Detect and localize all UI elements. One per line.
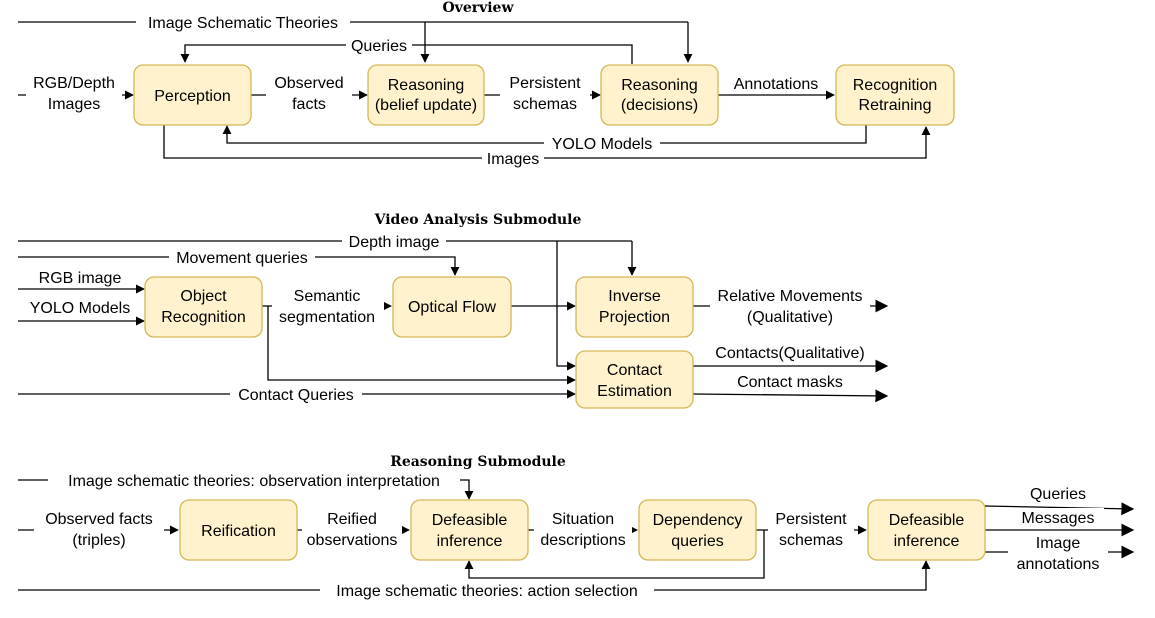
dependency-queries-box: Dependency queries bbox=[638, 499, 757, 561]
depth-to-contact-arrow bbox=[556, 241, 576, 371]
reasoning-decisions-line2: (decisions) bbox=[621, 97, 698, 114]
ist-action-label: Image schematic theories: action selecti… bbox=[336, 583, 637, 600]
images-label: Images bbox=[487, 151, 539, 168]
queries-out-arrow bbox=[984, 502, 1135, 516]
overview-section: Overview Perception Reasoning (belief up… bbox=[18, 0, 955, 168]
object-recognition-line2: Recognition bbox=[161, 309, 246, 326]
defeasible1-line2: inference bbox=[437, 533, 503, 550]
queries-label: Queries bbox=[351, 38, 407, 55]
reified-observations-label-2: observations bbox=[307, 532, 398, 549]
optical-flow-box: Optical Flow bbox=[392, 276, 512, 338]
reasoning-belief-line2: (belief update) bbox=[375, 97, 477, 114]
reasoning-belief-box: Reasoning (belief update) bbox=[367, 64, 485, 126]
reification-box: Reification bbox=[179, 499, 298, 561]
persistent-schemas-reason-label-2: schemas bbox=[779, 532, 843, 549]
observed-facts-in-label-1: Observed facts bbox=[45, 511, 153, 528]
relative-movements-label-2: (Qualitative) bbox=[747, 309, 833, 326]
recognition-line2: Retraining bbox=[859, 97, 932, 114]
object-recognition-line1: Object bbox=[180, 288, 227, 305]
reasoning-belief-line1: Reasoning bbox=[388, 77, 465, 94]
defeasible-inference-box-2: Defeasible inference bbox=[867, 499, 986, 561]
messages-out-label: Messages bbox=[1022, 510, 1095, 527]
reasoning-section: Reasoning Submodule Reification Defeasib… bbox=[18, 454, 1135, 600]
reified-observations-label-1: Reified bbox=[327, 511, 377, 528]
video-analysis-section: Video Analysis Submodule Object Recognit… bbox=[18, 212, 889, 409]
depth-image-label: Depth image bbox=[349, 234, 440, 251]
dependency-feedback-arrow bbox=[464, 530, 765, 579]
defeasible2-line2: inference bbox=[894, 533, 960, 550]
inverse-projection-box: Inverse Projection bbox=[575, 276, 694, 338]
rgb-depth-label-1: RGB/Depth bbox=[33, 75, 115, 92]
movement-queries-label: Movement queries bbox=[176, 250, 308, 267]
persistent-schemas-label-1: Persistent bbox=[509, 75, 581, 92]
rgb-depth-label-2: Images bbox=[48, 96, 100, 113]
recognition-retraining-box: Recognition Retraining bbox=[835, 64, 955, 126]
dependency-line1: Dependency bbox=[653, 512, 743, 529]
optical-flow-label: Optical Flow bbox=[408, 299, 496, 316]
relative-movements-label-1: Relative Movements bbox=[718, 288, 863, 305]
images-arrow bbox=[163, 125, 931, 159]
contacts-label: Contacts(Qualitative) bbox=[715, 345, 864, 362]
contact-estimation-box: Contact Estimation bbox=[575, 350, 694, 409]
perception-box: Perception bbox=[133, 64, 252, 126]
situation-descriptions-label-2: descriptions bbox=[540, 532, 625, 549]
reasoning-decisions-box: Reasoning (decisions) bbox=[600, 64, 719, 126]
overview-title: Overview bbox=[442, 0, 514, 16]
persistent-schemas-label-2: schemas bbox=[513, 96, 577, 113]
semantic-segmentation-label-2: segmentation bbox=[279, 309, 375, 326]
image-annotations-label-2: annotations bbox=[1017, 556, 1100, 573]
annotations-label: Annotations bbox=[734, 76, 819, 93]
defeasible2-line1: Defeasible bbox=[889, 512, 965, 529]
observed-facts-label-1: Observed bbox=[274, 75, 343, 92]
video-analysis-title: Video Analysis Submodule bbox=[374, 212, 582, 228]
object-recognition-box: Object Recognition bbox=[144, 276, 263, 338]
observed-facts-in-label-2: (triples) bbox=[72, 532, 125, 549]
ist-label: Image Schematic Theories bbox=[148, 15, 338, 32]
ist-observation-label: Image schematic theories: observation in… bbox=[68, 473, 440, 490]
segmentation-to-contact-arrow bbox=[267, 306, 576, 385]
contact-estimation-line1: Contact bbox=[607, 362, 663, 379]
contact-estimation-line2: Estimation bbox=[597, 383, 672, 400]
persistent-schemas-reason-label-1: Persistent bbox=[775, 511, 847, 528]
reasoning-decisions-line1: Reasoning bbox=[621, 77, 698, 94]
yolo-models-input-label: YOLO Models bbox=[30, 300, 130, 317]
observed-facts-label-2: facts bbox=[292, 96, 326, 113]
situation-descriptions-label-1: Situation bbox=[552, 511, 614, 528]
inverse-projection-line2: Projection bbox=[599, 309, 670, 326]
reification-label: Reification bbox=[201, 523, 276, 540]
inverse-projection-line1: Inverse bbox=[608, 288, 661, 305]
semantic-segmentation-label-1: Semantic bbox=[294, 288, 361, 305]
defeasible1-line1: Defeasible bbox=[432, 512, 508, 529]
recognition-line1: Recognition bbox=[853, 77, 938, 94]
image-annotations-label-1: Image bbox=[1036, 535, 1081, 552]
defeasible-inference-box-1: Defeasible inference bbox=[410, 499, 529, 561]
perception-label: Perception bbox=[154, 88, 231, 105]
reasoning-title: Reasoning Submodule bbox=[390, 454, 566, 470]
contact-masks-label: Contact masks bbox=[737, 374, 843, 391]
movement-queries-arrow bbox=[18, 256, 460, 276]
dependency-line2: queries bbox=[671, 533, 723, 550]
queries-out-label: Queries bbox=[1030, 486, 1086, 503]
yolo-models-label: YOLO Models bbox=[552, 136, 652, 153]
contact-masks-arrow bbox=[692, 389, 889, 403]
rgb-image-label: RGB image bbox=[39, 270, 122, 287]
contact-queries-label: Contact Queries bbox=[238, 387, 354, 404]
